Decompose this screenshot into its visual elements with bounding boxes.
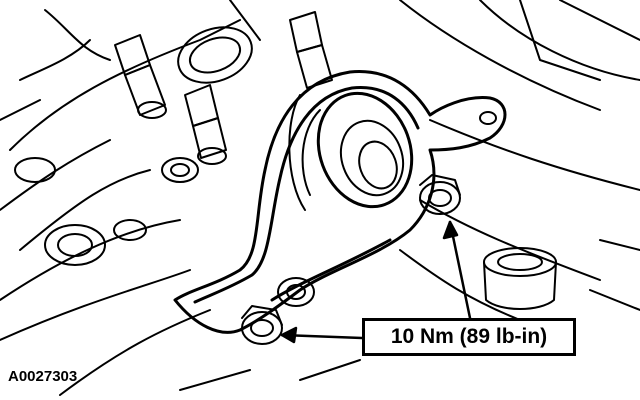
lower-retainer-bolt <box>241 277 315 345</box>
upper-retainer-bolt <box>419 111 497 215</box>
engine-dowel <box>483 247 557 310</box>
cylinder-head-bolts <box>114 11 333 165</box>
torque-callout-box: 10 Nm (89 lb-in) <box>362 318 576 356</box>
seal-retainer-plate <box>173 70 507 334</box>
crankshaft-seal <box>288 91 414 211</box>
torque-callout-text: 10 Nm (89 lb-in) <box>390 325 548 348</box>
callout-arrows <box>280 220 472 344</box>
camshaft-bores <box>14 26 253 266</box>
figure-id-label: A0027303 <box>8 368 78 385</box>
